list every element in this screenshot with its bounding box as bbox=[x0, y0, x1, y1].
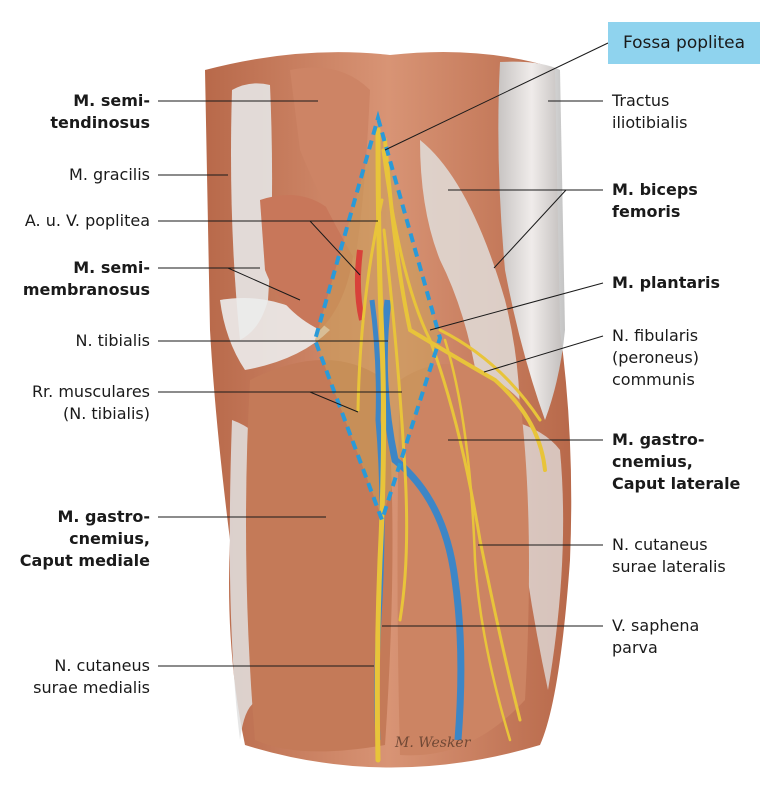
artist-signature: M. Wesker bbox=[395, 735, 471, 751]
artery bbox=[354, 249, 365, 321]
leader-lines bbox=[158, 42, 609, 667]
tractus-band bbox=[498, 61, 565, 421]
label-poplitea: A. u. V. poplitea bbox=[24, 211, 150, 230]
gastro-lateral bbox=[397, 364, 529, 756]
gracilis-band bbox=[231, 83, 273, 340]
label-plantaris: M. plantaris bbox=[612, 273, 721, 292]
label-tibialis: N. tibialis bbox=[75, 331, 151, 350]
label-rr-musculares: Rr. musculares(N. tibialis) bbox=[31, 382, 150, 423]
label-gracilis: M. gracilis bbox=[69, 165, 150, 184]
label-semimembranosus: M. semi-membranosus bbox=[22, 258, 150, 299]
biceps-band bbox=[420, 140, 520, 420]
nerves bbox=[356, 127, 547, 763]
label-fibularis: N. fibularis(peroneus)communis bbox=[612, 326, 699, 389]
label-gastro-laterale: M. gastro-cnemius,Caput laterale bbox=[612, 430, 741, 493]
fossa-poplitea-callout: Fossa poplitea bbox=[608, 22, 760, 64]
fossa-outline bbox=[312, 110, 443, 527]
gastro-medial bbox=[246, 360, 393, 752]
semitendinosus-belly bbox=[290, 67, 370, 260]
label-semitendinosus: M. semi-tendinosus bbox=[50, 91, 150, 132]
label-gastro-mediale: M. gastro-cnemius,Caput mediale bbox=[19, 507, 150, 570]
